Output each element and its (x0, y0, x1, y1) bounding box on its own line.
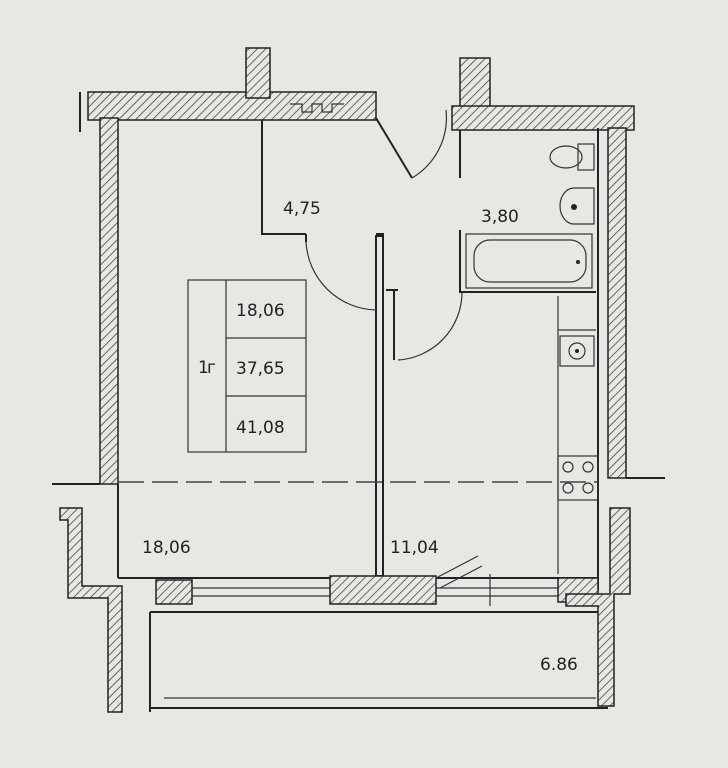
total-with-balcony-value: 41,08 (236, 418, 285, 438)
kitchen-door (397, 291, 463, 361)
balcony (59, 507, 631, 713)
entrance-door (375, 109, 448, 179)
living-area-value: 18,06 (236, 301, 285, 321)
living-room-area-label: 18,06 (142, 538, 191, 558)
right-wall (597, 127, 665, 590)
bottom-wall (118, 555, 599, 606)
rooms-count: 1 (198, 358, 209, 378)
bathtub-icon (465, 233, 593, 289)
hall-walls (261, 120, 398, 577)
kitchen-counter (557, 296, 596, 574)
top-wall-right (451, 57, 635, 131)
left-wall (79, 92, 119, 578)
sink-icon (559, 187, 595, 225)
total-area-value: 37,65 (236, 359, 285, 379)
rooms-suffix: г (207, 358, 216, 378)
toilet-icon (549, 143, 595, 171)
bathroom-area-label: 3,80 (481, 207, 519, 227)
hall-area-label: 4,75 (283, 199, 321, 219)
balcony-area-label: 6.86 (540, 655, 578, 675)
bathroom-walls (459, 130, 596, 293)
summary-table: 1 г 18,06 37,65 41,08 (187, 279, 307, 453)
stove-icon (557, 455, 599, 501)
kitchen-area-label: 11,04 (390, 538, 439, 558)
top-wall-left (87, 47, 377, 121)
living-room-door (305, 234, 377, 311)
